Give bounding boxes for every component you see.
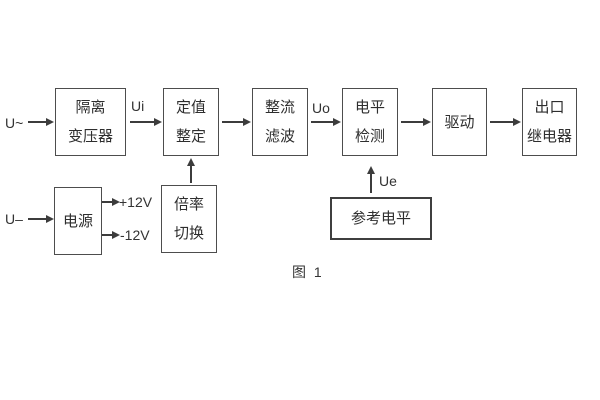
block-label: 电源 (62, 212, 93, 230)
block-level-detect: 电平 检测 (342, 88, 398, 156)
block-label: 隔离 (75, 99, 106, 116)
block-isolation-transformer: 隔离 变压器 (55, 88, 126, 156)
block-label: 倍率 (173, 196, 204, 213)
signal-label-ui: Ui (131, 98, 145, 114)
block-power-supply: 电源 (54, 187, 102, 255)
arrow-driver-to-relay (490, 118, 521, 125)
block-label: 滤波 (264, 128, 295, 145)
arrow-ui (130, 118, 162, 125)
block-label: 检测 (354, 128, 385, 145)
block-reference-level: 参考电平 (330, 197, 432, 240)
signal-label-input-ac: U~ (5, 115, 24, 131)
arrow-ue (367, 166, 374, 193)
signal-label-minus12: -12V (120, 227, 150, 243)
arrow-uo (311, 118, 341, 125)
block-label: 定值 (175, 99, 206, 116)
signal-label-plus12: +12V (119, 194, 153, 210)
arrow-setting-to-rectifier (222, 118, 251, 125)
block-label: 整定 (175, 128, 206, 145)
block-label: 整流 (264, 99, 295, 116)
arrow-minus12 (102, 231, 120, 238)
figure-caption: 图 1 (292, 264, 324, 280)
block-driver: 驱动 (432, 88, 487, 156)
arrow-ratio-to-setting (187, 158, 194, 183)
signal-label-ue: Ue (379, 173, 397, 189)
block-label: 电平 (354, 99, 385, 116)
signal-label-input-dc: U– (5, 211, 23, 227)
arrow-input-ac (28, 118, 54, 125)
block-label: 参考电平 (350, 210, 411, 227)
block-label: 出口 (534, 99, 565, 116)
arrow-detect-to-driver (401, 118, 431, 125)
block-ratio-switch: 倍率 切换 (161, 185, 217, 253)
block-label: 变压器 (67, 128, 113, 145)
block-rectifier-filter: 整流 滤波 (252, 88, 308, 156)
block-label: 继电器 (526, 128, 572, 145)
block-output-relay: 出口 继电器 (522, 88, 577, 156)
block-label: 切换 (173, 225, 204, 242)
block-setting-adjust: 定值 整定 (163, 88, 219, 156)
block-label: 驱动 (444, 113, 475, 131)
arrow-input-dc (28, 215, 54, 222)
signal-label-uo: Uo (312, 100, 330, 116)
arrow-plus12 (102, 198, 120, 205)
